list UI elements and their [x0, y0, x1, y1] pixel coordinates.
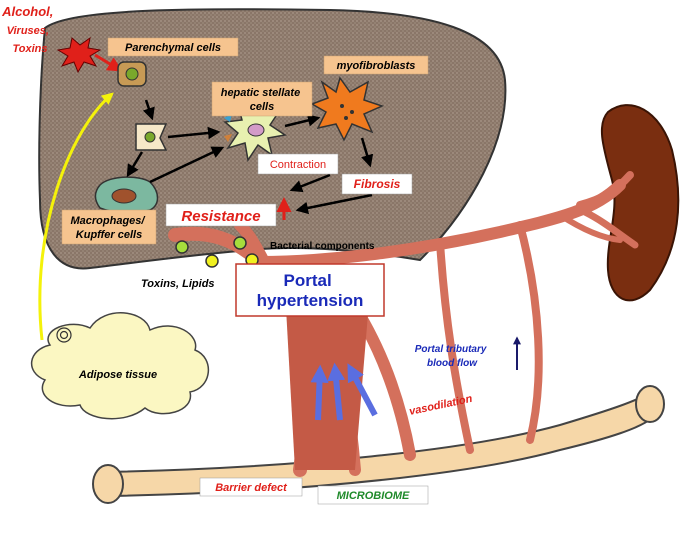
resistance-box — [165, 203, 277, 227]
myofibroblast-label-box — [323, 55, 429, 75]
tributary-flow-label: Portal tributary blood flow — [415, 344, 489, 369]
fibrosis-box — [341, 173, 413, 195]
etiology-label: Alcohol, Viruses, Toxins — [1, 3, 58, 55]
macrophage-label: Macrophages/ Kupffer cells — [70, 215, 147, 241]
microbiome-box — [317, 485, 429, 505]
fibrosis-label: Fibrosis — [354, 177, 401, 191]
macrophage-label-box — [61, 209, 157, 245]
myofibroblast-label: myofibroblasts — [337, 60, 416, 72]
tributary-flow-arrows — [310, 362, 378, 421]
adipose-cloud — [30, 312, 210, 420]
intestine-shape — [103, 390, 654, 498]
myofibroblast-icon — [310, 76, 385, 142]
stellate-label: hepatic stellate cells — [221, 87, 304, 113]
microbiome-label: MICROBIOME — [337, 490, 410, 502]
intestine-end-left — [92, 464, 124, 504]
bacterial-label: Bacterial components — [270, 241, 375, 252]
adipose-to-liver-arrow — [38, 92, 114, 341]
intestine-end-right — [635, 385, 665, 423]
portal-hypertension-label: Portal hypertension — [257, 271, 364, 310]
parenchymal-label: Parenchymal cells — [125, 42, 221, 54]
barrier-defect-label: Barrier defect — [215, 482, 288, 494]
resistance-label: Resistance — [181, 208, 260, 225]
parenchymal-label-box — [107, 37, 239, 57]
toxins-lipids-label: Toxins, Lipids — [141, 278, 215, 290]
barrier-defect-box — [199, 477, 303, 497]
injury-star-icon — [56, 36, 102, 74]
contraction-label: Contraction — [270, 159, 326, 171]
stellate-label-box — [211, 81, 313, 117]
spleen-shape — [600, 104, 680, 302]
pathway-arrows — [126, 99, 374, 233]
contraction-box — [257, 153, 339, 175]
portal-hypertension-box — [235, 263, 385, 317]
adipose-label: Adipose tissue — [78, 369, 157, 381]
